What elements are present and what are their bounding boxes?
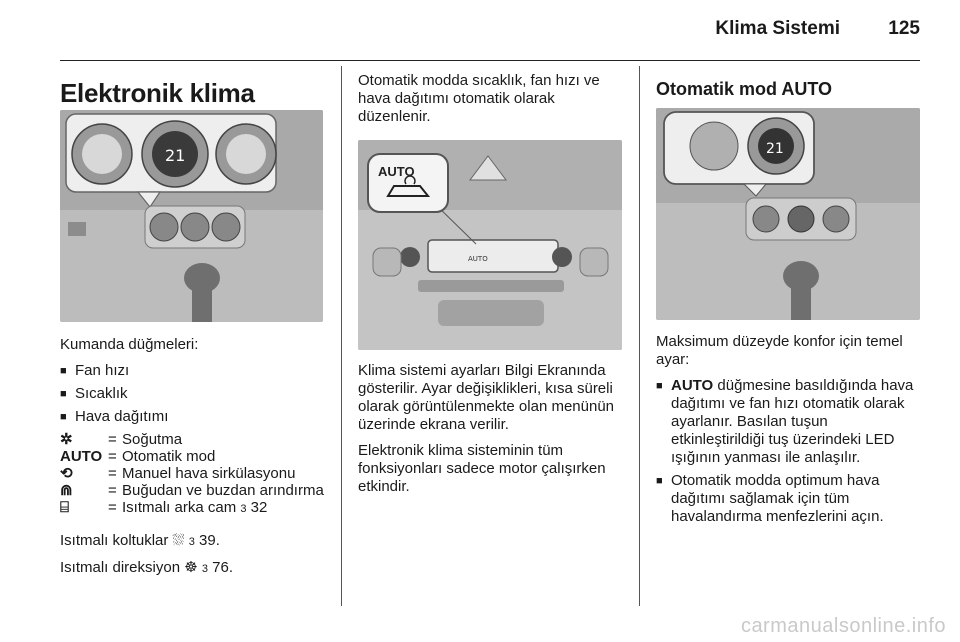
- header-title: Klima Sistemi: [715, 18, 840, 39]
- symbol-definitions: ✲ = Soğutma AUTO = Otomatik mod ⟲ = Manu…: [60, 431, 335, 518]
- column-divider: [341, 66, 342, 606]
- definition-text: Buğudan ve buzdan arındırma: [122, 482, 324, 499]
- page-ref: 32: [250, 499, 268, 516]
- column-3: Otomatik mod AUTO: [656, 72, 921, 100]
- svg-text:21: 21: [165, 146, 185, 165]
- page-ref: 39.: [199, 532, 220, 549]
- info-display-image: AUTO AUTO: [358, 140, 622, 350]
- auto-intro: Maksimum düzeyde konfor için temel ayar:: [656, 333, 903, 368]
- page-ref-icon: 3: [201, 563, 208, 575]
- page-ref-icon: 3: [188, 536, 195, 548]
- watermark: carmanualsonline.info: [740, 615, 946, 637]
- recirculation-icon: ⟲: [60, 465, 73, 482]
- climate-control-panel-image: 21: [60, 110, 323, 322]
- auto-mode-illustration: 21: [656, 108, 920, 320]
- column-divider: [639, 66, 640, 606]
- heated-wheel-note: Isıtmalı direksiyon ☸ 3 76.: [60, 559, 233, 576]
- definition-text: Soğutma: [122, 431, 183, 448]
- auto-mode-list: AUTO düğmesine basıldığında hava dağıtım…: [656, 377, 924, 526]
- rear-window-heat-icon: ⌸: [60, 499, 70, 516]
- definition-row: AUTO = Otomatik mod: [60, 448, 335, 465]
- list-item: Otomatik modda optimum hava dağıtımı sağ…: [656, 472, 924, 526]
- display-auto-text: AUTO: [468, 255, 488, 263]
- column-2-text: Klima sistemi ayarları Bilgi Ekranında g…: [358, 362, 626, 504]
- seat-heat-icon: ⛆: [172, 532, 185, 549]
- list-item: AUTO düğmesine basıldığında hava dağıtım…: [656, 377, 924, 467]
- page-number: 125: [888, 18, 920, 39]
- engine-note: Elektronik klima sisteminin tüm fonksiyo…: [358, 442, 606, 495]
- section-heading: Otomatik mod AUTO: [656, 79, 833, 99]
- controls-list: Fan hızı Sıcaklık Hava dağıtımı: [60, 362, 335, 426]
- list-item: Sıcaklık: [60, 385, 335, 403]
- list-item: Hava dağıtımı: [60, 408, 335, 426]
- controls-label: Kumanda düğmeleri:: [60, 336, 199, 353]
- climate-panel-illustration: 21: [60, 110, 323, 322]
- auto-mode-image: 21: [656, 108, 920, 320]
- page-header: Klima Sistemi 125: [60, 0, 920, 61]
- auto-callout-label: AUTO: [378, 164, 415, 179]
- info-display-illustration: AUTO AUTO: [358, 140, 622, 350]
- page-ref-icon: 3: [240, 503, 247, 515]
- definition-text: Manuel hava sirkülasyonu: [122, 465, 296, 482]
- auto-intro: Otomatik modda sıcaklık, fan hızı ve hav…: [358, 72, 600, 125]
- definition-text: Otomatik mod: [122, 448, 216, 465]
- definition-row: ⋒ = Buğudan ve buzdan arındırma: [60, 482, 335, 499]
- heated-seats-note: Isıtmalı koltuklar ⛆ 3 39.: [60, 532, 220, 549]
- definition-row: ✲ = Soğutma: [60, 431, 335, 448]
- definition-row: ⌸ = Isıtmalı arka cam 3 32: [60, 499, 268, 516]
- cooling-icon: ✲: [60, 431, 73, 448]
- column-3-text: Maksimum düzeyde konfor için temel ayar:…: [656, 333, 924, 531]
- auto-label: AUTO: [60, 448, 103, 465]
- steering-wheel-icon: ☸: [184, 559, 198, 576]
- definition-row: ⟲ = Manuel hava sirkülasyonu: [60, 465, 335, 482]
- definition-text: Isıtmalı arka cam: [122, 499, 237, 516]
- defrost-icon: ⋒: [60, 482, 73, 499]
- temperature-dial-text: 21: [766, 141, 784, 157]
- info-display-note: Klima sistemi ayarları Bilgi Ekranında g…: [358, 362, 615, 433]
- list-item: Fan hızı: [60, 362, 335, 380]
- page-ref: 76.: [212, 559, 233, 576]
- auto-label: AUTO: [671, 377, 714, 394]
- controls-block: Kumanda düğmeleri: Fan hızı Sıcaklık Hav…: [60, 336, 335, 586]
- column-2: Otomatik modda sıcaklık, fan hızı ve hav…: [358, 72, 626, 134]
